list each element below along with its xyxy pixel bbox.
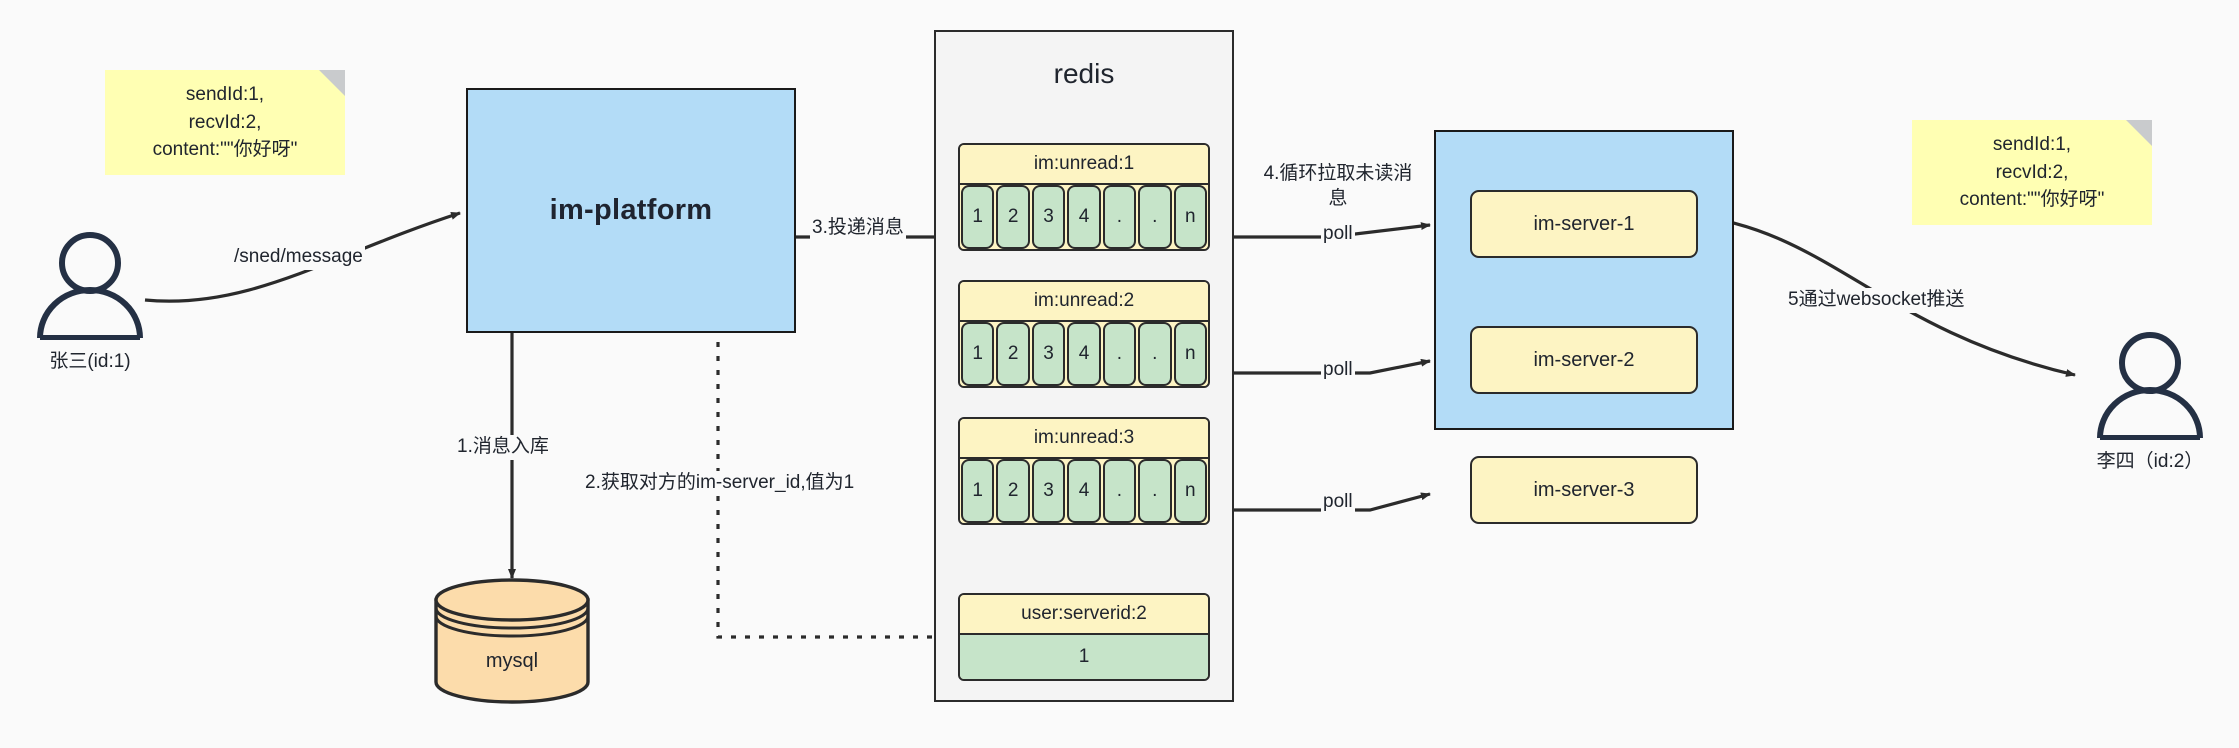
redis-key-label: im:unread:3 (960, 419, 1208, 459)
edge-label-poll-3: poll (1321, 490, 1355, 515)
redis-cell: n (1173, 322, 1207, 386)
user-icon (37, 232, 143, 340)
node-im-server-3-label: im-server-3 (1533, 478, 1635, 501)
redis-cell: 4 (1067, 459, 1101, 523)
redis-cell: . (1138, 185, 1172, 249)
user-icon (2097, 332, 2203, 440)
redis-entry-im-unread-1[interactable]: im:unread:1 1 2 3 4 . . n (958, 143, 1210, 251)
redis-key-label: user:serverid:2 (960, 595, 1208, 635)
node-im-platform-label: im-platform (549, 194, 713, 226)
redis-value-cells: 1 2 3 4 . . n (960, 459, 1208, 523)
edge-label-step2: 2.获取对方的im-server_id,值为1 (583, 471, 857, 496)
actor-receiver: 李四（id:2） (2080, 330, 2220, 473)
redis-cell: 2 (996, 322, 1030, 386)
sticky-fold-icon (319, 70, 345, 96)
redis-cell: 2 (996, 459, 1030, 523)
node-im-server-1[interactable]: im-server-1 (1470, 190, 1698, 258)
sticky-note-left-text: sendId:1, recvId:2, content:""你好呀" (152, 84, 298, 161)
redis-entry-user-serverid-2[interactable]: user:serverid:2 1 (958, 593, 1210, 681)
redis-cell: . (1138, 459, 1172, 523)
node-im-server-2[interactable]: im-server-2 (1470, 326, 1698, 394)
redis-cell: n (1173, 185, 1207, 249)
redis-cell: n (1173, 459, 1207, 523)
node-mysql-label: mysql (485, 650, 539, 672)
redis-key-label: im:unread:1 (960, 145, 1208, 185)
redis-cell: . (1102, 185, 1137, 249)
actor-sender-label: 张三(id:1) (49, 351, 131, 372)
node-im-server-3[interactable]: im-server-3 (1470, 456, 1698, 524)
sticky-note-left: sendId:1, recvId:2, content:""你好呀" (105, 70, 345, 175)
node-redis-title: redis (1053, 58, 1115, 89)
edge-label-step4: 4.循环拉取未读消息 (1256, 162, 1420, 212)
redis-cell: . (1102, 459, 1137, 523)
sticky-note-right: sendId:1, recvId:2, content:""你好呀" (1912, 120, 2152, 225)
actor-sender: 张三(id:1) (20, 230, 160, 373)
edge-label-poll-2: poll (1321, 358, 1355, 383)
sticky-fold-icon (2126, 120, 2152, 146)
redis-key-label: im:unread:2 (960, 282, 1208, 322)
redis-cell: 1 (961, 322, 995, 386)
redis-cell: 2 (996, 185, 1030, 249)
edge-label-step5: 5通过websocket推送 (1786, 288, 1967, 313)
redis-cell: 3 (1031, 185, 1066, 249)
redis-cell: 3 (1031, 459, 1066, 523)
edge-label-send-message: /sned/message (232, 245, 365, 270)
database-cylinder-icon (434, 578, 590, 704)
redis-cell: 3 (1031, 322, 1066, 386)
redis-cell: 1 (961, 185, 995, 249)
node-mysql[interactable]: mysql (432, 578, 592, 704)
redis-entry-im-unread-2[interactable]: im:unread:2 1 2 3 4 . . n (958, 280, 1210, 388)
actor-receiver-label: 李四（id:2） (2096, 451, 2204, 472)
node-im-platform[interactable]: im-platform (466, 88, 796, 333)
redis-value-single: 1 (960, 635, 1208, 679)
redis-cell: 4 (1067, 322, 1101, 386)
redis-cell: . (1138, 322, 1172, 386)
edge-label-poll-1: poll (1321, 222, 1355, 247)
edge-label-step1: 1.消息入库 (455, 435, 551, 460)
redis-entry-im-unread-3[interactable]: im:unread:3 1 2 3 4 . . n (958, 417, 1210, 525)
sticky-note-right-text: sendId:1, recvId:2, content:""你好呀" (1959, 134, 2105, 211)
edge-label-step3: 3.投递消息 (810, 216, 906, 241)
node-im-server-2-label: im-server-2 (1533, 348, 1635, 371)
redis-cell: 1 (961, 459, 995, 523)
redis-value-cells: 1 2 3 4 . . n (960, 322, 1208, 386)
node-im-server-1-label: im-server-1 (1533, 212, 1635, 235)
redis-cell: 4 (1067, 185, 1101, 249)
redis-cell: . (1102, 322, 1137, 386)
redis-value-cells: 1 2 3 4 . . n (960, 185, 1208, 249)
